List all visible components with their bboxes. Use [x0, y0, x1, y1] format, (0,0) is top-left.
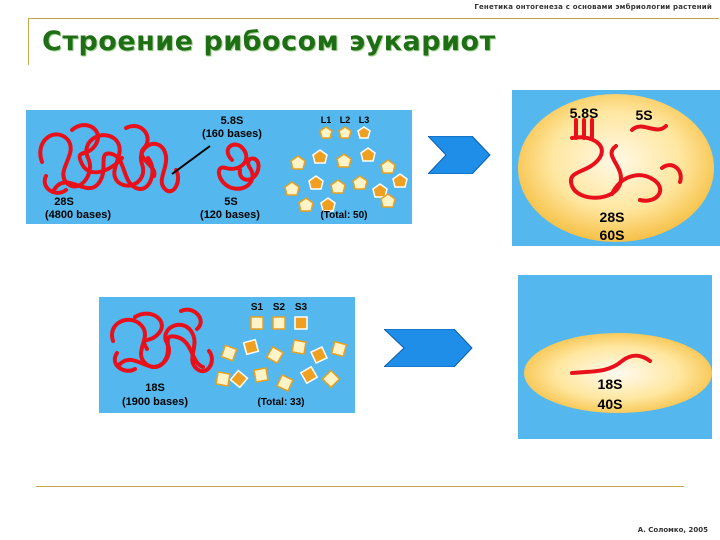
footer-rule: [36, 486, 684, 487]
assembled-label-40s: 40S: [598, 396, 623, 412]
rrna-folded-60s: [568, 118, 683, 203]
protein-squares: [215, 316, 348, 392]
label-18s-bases: (1900 bases): [122, 396, 188, 408]
assembly-arrow-large: [428, 136, 491, 174]
protein-label-l3: L3: [359, 115, 370, 125]
rrna-28s-tangle: [38, 123, 181, 195]
small-subunit-components-panel: 18S (1900 bases) S1 S2 S3 (Total: 33): [99, 297, 355, 413]
rrna-58s-tie-line: [171, 145, 211, 175]
small-subunit-assembled-panel: 18S 40S: [518, 275, 712, 439]
protein-pentagons: [284, 126, 408, 212]
label-58s: 5.8S: [221, 115, 244, 127]
subunit-60s-body: [518, 94, 714, 242]
large-subunit-components-panel: 5.8S (160 bases) 28S (4800 bases) 5S (12…: [26, 110, 412, 224]
assembled-label-60s: 60S: [600, 227, 625, 243]
protein-total-large: (Total: 50): [320, 210, 367, 221]
rrna-5s-curl: [216, 142, 261, 191]
label-5s: 5S: [224, 196, 237, 208]
rrna-18s-tangle: [110, 307, 214, 373]
label-28s: 28S: [54, 196, 74, 208]
assembled-label-58s: 5.8S: [570, 105, 599, 121]
footer-note: А. Соломко, 2005: [637, 526, 708, 534]
page-title: Строение рибосом эукариот: [42, 26, 496, 57]
header-note: Генетика онтогенеза с основами эмбриолог…: [474, 3, 712, 11]
label-28s-bases: (4800 bases): [45, 209, 111, 221]
subunit-40s-body: [524, 333, 712, 413]
protein-label-l2: L2: [340, 115, 351, 125]
protein-total-small: (Total: 33): [257, 397, 304, 408]
assembled-label-28s: 28S: [600, 209, 625, 225]
protein-label-s3: S3: [295, 302, 308, 313]
protein-label-s2: S2: [273, 302, 286, 313]
label-5s-bases: (120 bases): [200, 209, 260, 221]
title-frame: [28, 18, 719, 65]
assembled-label-5s: 5S: [635, 107, 652, 123]
assembled-label-18s: 18S: [598, 376, 623, 392]
label-58s-bases: (160 bases): [202, 128, 262, 140]
protein-label-l1: L1: [321, 115, 332, 125]
large-subunit-assembled-panel: 5.8S 5S 28S 60S: [512, 90, 720, 246]
label-18s: 18S: [145, 382, 165, 394]
assembly-arrow-small: [384, 329, 473, 367]
protein-label-s1: S1: [251, 302, 264, 313]
rrna-folded-40s: [570, 353, 652, 375]
